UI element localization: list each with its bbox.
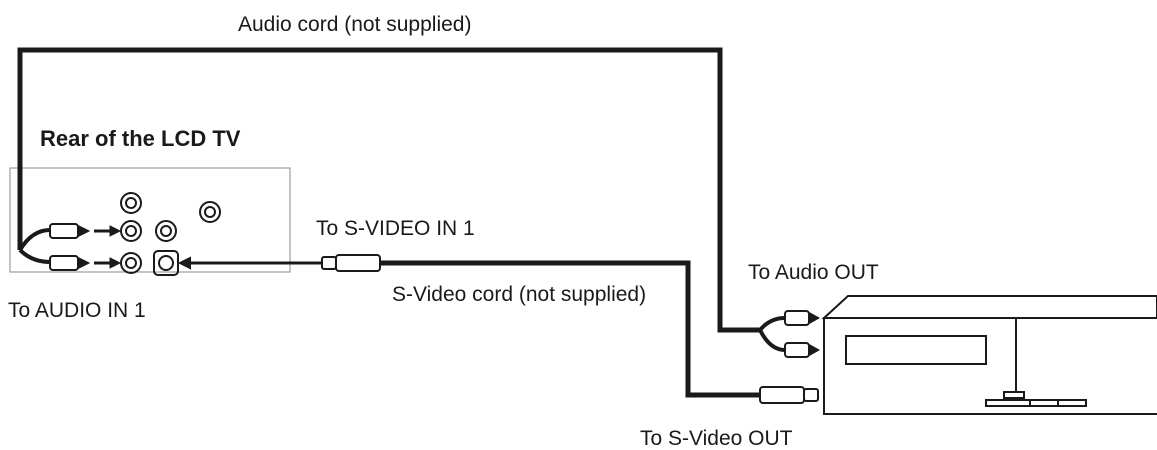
- svideo-cord-label: S-Video cord (not supplied): [392, 283, 647, 306]
- audio-plugs-tv: [18, 223, 91, 271]
- audio-plugs-vcr: [758, 310, 821, 358]
- audio-cord: [17, 47, 760, 333]
- audio-in-arrows: [94, 225, 122, 269]
- to-svideo-out-label: To S-Video OUT: [640, 427, 793, 450]
- to-svideo-in-label: To S-VIDEO IN 1: [316, 217, 475, 240]
- tv-rear-panel: [9, 167, 291, 273]
- vcr-device: [821, 295, 1157, 415]
- svideo-cord: [380, 260, 760, 398]
- rear-of-tv-label: Rear of the LCD TV: [40, 126, 241, 151]
- svideo-plug-vcr: [759, 386, 819, 404]
- tv-jacks: [120, 192, 221, 276]
- svideo-plug-tv: [177, 254, 381, 272]
- to-audio-in-label: To AUDIO IN 1: [8, 299, 146, 322]
- audio-cord-label: Audio cord (not supplied): [238, 13, 472, 36]
- to-audio-out-label: To Audio OUT: [748, 261, 879, 284]
